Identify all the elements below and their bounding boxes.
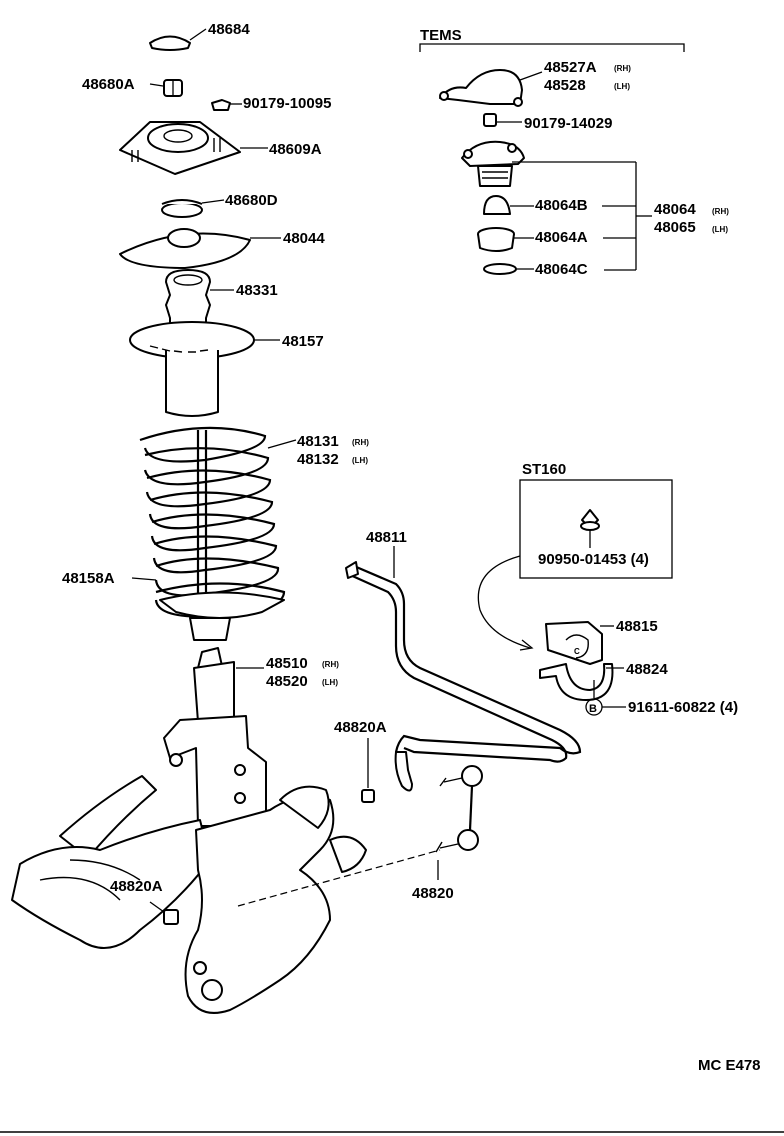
mark-48510-rh: (RH) — [322, 660, 339, 669]
part-48684-dust-cover — [149, 28, 207, 51]
label-48680D: 48680D — [225, 192, 278, 209]
label-48331: 48331 — [236, 282, 278, 299]
label-48157: 48157 — [282, 333, 324, 350]
label-48158A: 48158A — [62, 570, 115, 587]
label-48064C: 48064C — [535, 261, 588, 278]
mark-48065-lh: (LH) — [712, 225, 728, 234]
label-48064B: 48064B — [535, 197, 588, 214]
part-90179-10095-nut — [211, 99, 231, 111]
tems-group-title: TEMS — [420, 27, 462, 44]
diagram-code: MC E478 — [698, 1057, 761, 1074]
label-48824: 48824 — [626, 661, 668, 678]
part-48331-bump-stopper — [165, 269, 211, 331]
part-48064-actuator — [461, 140, 525, 187]
label-48065: 48065 — [654, 219, 696, 236]
label-48811: 48811 — [366, 529, 407, 546]
label-48044: 48044 — [283, 230, 325, 247]
knuckle-and-lower-arm — [11, 775, 367, 1014]
part-48044-spring-seat — [119, 228, 251, 269]
label-48609A: 48609A — [269, 141, 322, 158]
part-48680A-nut — [163, 79, 183, 97]
label-48820A-top: 48820A — [334, 719, 387, 736]
part-48824-bracket — [539, 663, 614, 701]
label-48520: 48520 — [266, 673, 308, 690]
part-48680D-spacer — [161, 199, 203, 218]
label-48680A: 48680A — [82, 76, 135, 93]
label-48064: 48064 — [654, 201, 696, 218]
part-48064C-ring — [483, 263, 517, 275]
label-90179-10095: 90179-10095 — [243, 95, 331, 112]
label-48131: 48131 — [297, 433, 339, 450]
link-mount-dashed-line — [237, 849, 441, 907]
part-48527A-actuator-cover — [439, 69, 523, 107]
label-48510: 48510 — [266, 655, 308, 672]
st160-group: ST160 90950-01453 (4) — [519, 461, 673, 579]
mark-48132-lh: (LH) — [352, 456, 368, 465]
part-48811-stabilizer-bar — [345, 561, 582, 792]
part-48158A-lower-insulator — [159, 591, 285, 641]
svg-text:C: C — [574, 647, 580, 656]
part-48064A-insulator — [477, 227, 515, 252]
part-48609A-upper-support — [119, 121, 241, 175]
label-48527A: 48527A — [544, 59, 597, 76]
part-48510-shock-absorber — [163, 647, 267, 827]
tems-group: TEMS — [419, 27, 685, 52]
label-48528: 48528 — [544, 77, 586, 94]
part-48157-spring-insulator — [129, 321, 255, 417]
label-91611-60822: 91611-60822 (4) — [628, 699, 738, 716]
part-48131-coil-spring — [139, 426, 286, 620]
part-90179-14029-nut — [483, 113, 497, 127]
label-48820A-bottom: 48820A — [110, 878, 163, 895]
mark-48527A-rh: (RH) — [614, 64, 631, 73]
label-48132: 48132 — [297, 451, 339, 468]
label-48815: 48815 — [616, 618, 658, 635]
label-48820: 48820 — [412, 885, 454, 902]
part-48820A-nut-top — [361, 789, 375, 803]
mark-48520-lh: (LH) — [322, 678, 338, 687]
mark-48064-rh: (RH) — [712, 207, 729, 216]
part-48064B-boot — [483, 195, 511, 215]
part-90950-01453-clip — [580, 509, 600, 531]
part-48820-stabilizer-link — [435, 765, 483, 853]
label-90950-01453: 90950-01453 (4) — [538, 551, 649, 568]
part-48820A-nut-bottom — [163, 909, 179, 925]
label-48064A: 48064A — [535, 229, 588, 246]
st160-group-title: ST160 — [522, 461, 566, 478]
label-90179-14029: 90179-14029 — [524, 115, 612, 132]
mark-48528-lh: (LH) — [614, 82, 630, 91]
mark-48131-rh: (RH) — [352, 438, 369, 447]
label-48684: 48684 — [208, 21, 250, 38]
part-48815-bushing: C — [545, 621, 603, 665]
bolt-mark-b-letter: B — [589, 703, 597, 715]
st160-pointer-arrow — [477, 555, 531, 649]
